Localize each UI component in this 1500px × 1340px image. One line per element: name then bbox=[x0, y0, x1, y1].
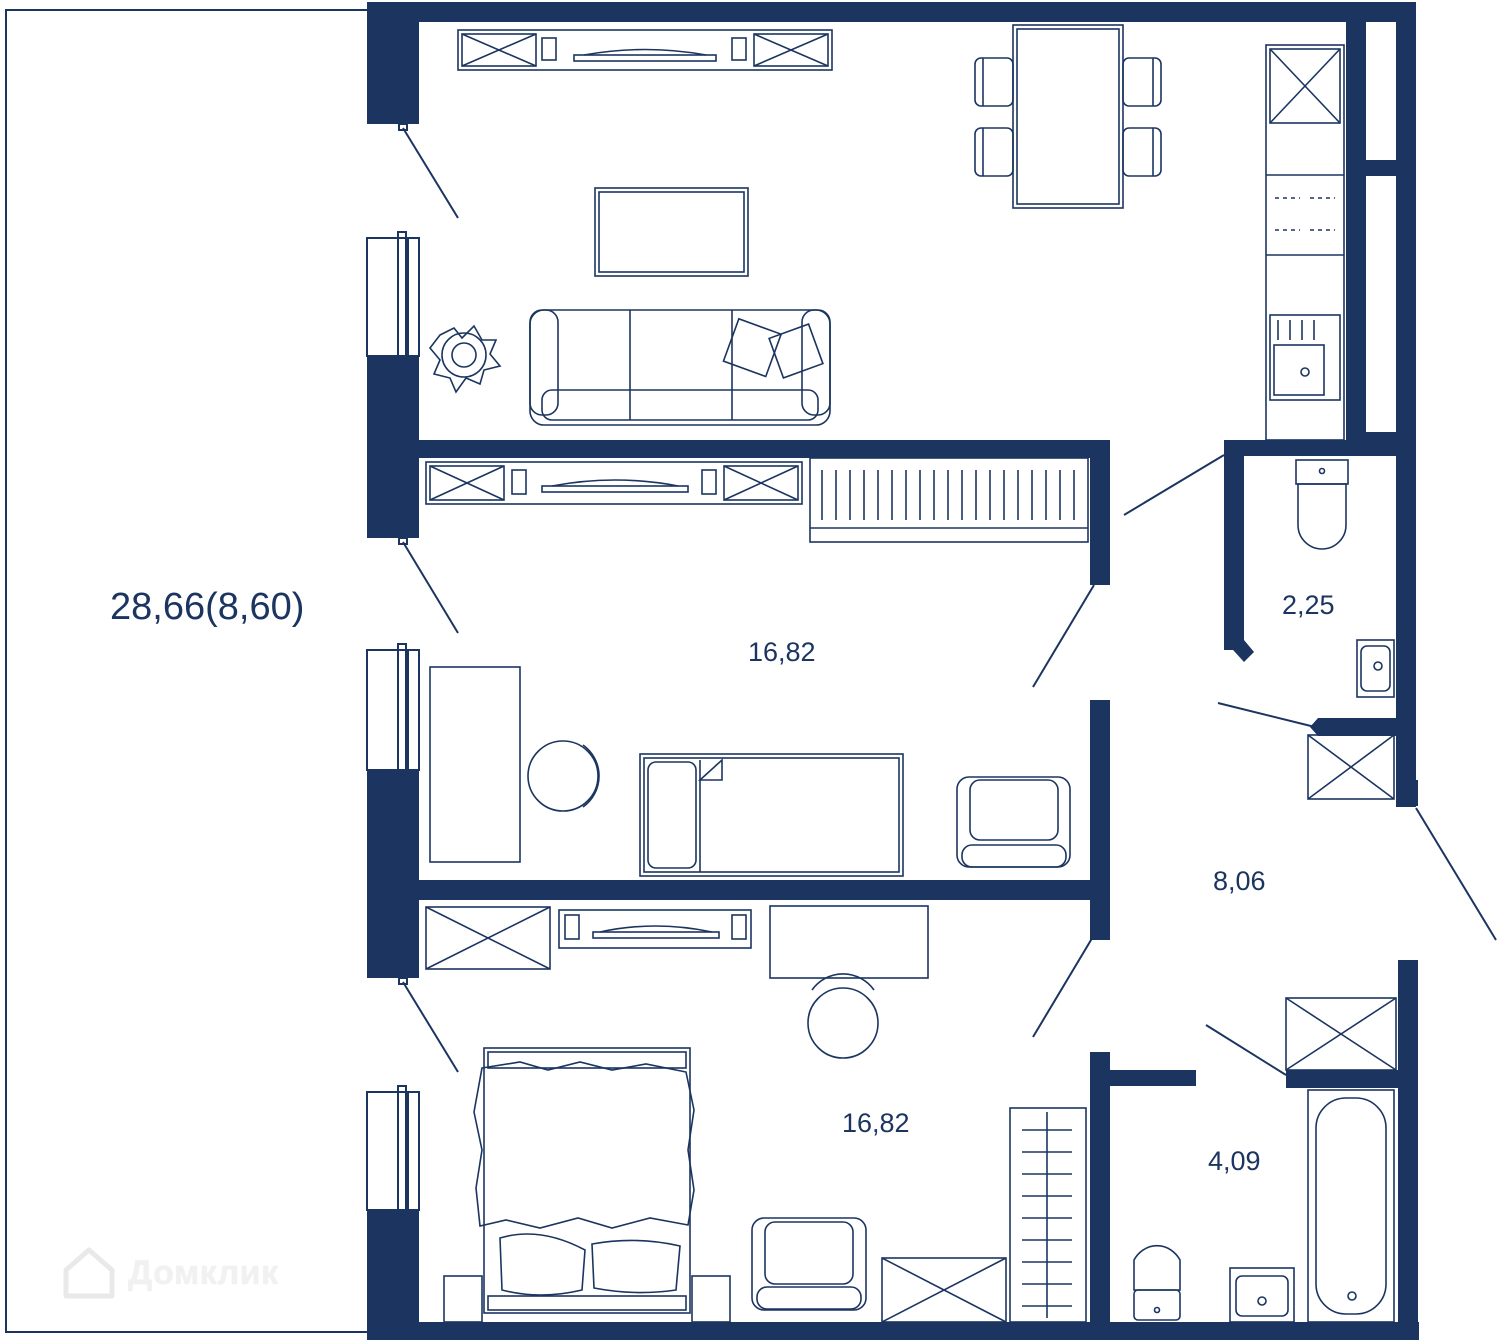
doors bbox=[398, 123, 1497, 1076]
bathroom-area-label: 4,09 bbox=[1208, 1146, 1261, 1176]
watermark-text: Домклик bbox=[128, 1253, 279, 1292]
hallway-area-label: 8,06 bbox=[1213, 866, 1266, 896]
furniture bbox=[425, 24, 1397, 1323]
walls bbox=[367, 2, 1419, 1340]
living-kitchen-area-label: 16,82 bbox=[748, 637, 816, 667]
wardrobe-hangers bbox=[821, 470, 1075, 520]
bedroom-area-label: 16,82 bbox=[842, 1108, 910, 1138]
toilet-area-label: 2,25 bbox=[1282, 590, 1335, 620]
watermark: Домклик bbox=[60, 1238, 279, 1308]
windows bbox=[5, 9, 420, 1333]
house-outline-icon bbox=[63, 1247, 115, 1299]
balcony-area-label: 28,66(8,60) bbox=[110, 586, 305, 628]
